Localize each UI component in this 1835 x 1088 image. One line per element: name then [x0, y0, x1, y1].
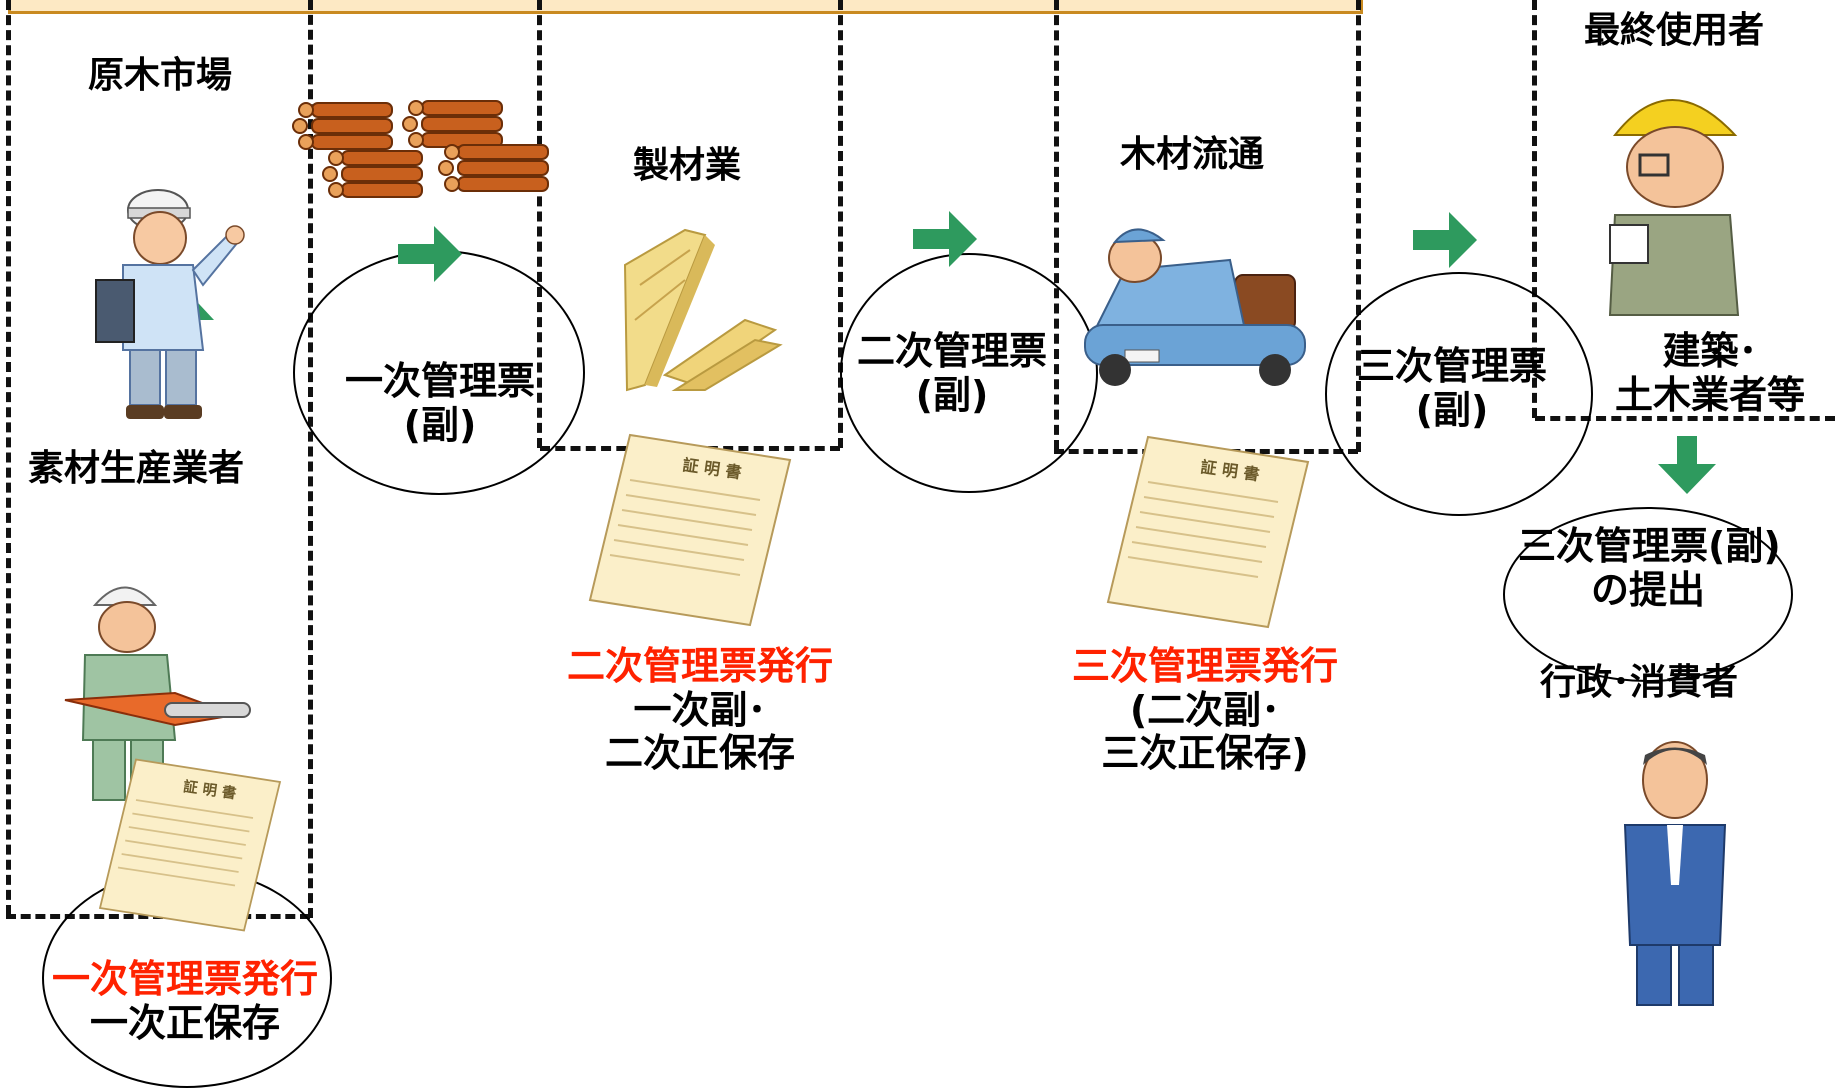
- ticket-tertiary-line1: 三次管理票: [1356, 344, 1547, 388]
- ticket-primary-line1: 一次管理票: [344, 359, 535, 403]
- boundary-line: [1532, 0, 1537, 418]
- issuance-third-note1: (二次副･: [1129, 687, 1281, 732]
- ticket-secondary-line1: 二次管理票: [856, 329, 1047, 373]
- ticket-primary: 一次管理票 (副): [330, 359, 550, 447]
- ticket-tertiary: 三次管理票 (副): [1342, 344, 1562, 432]
- boundary-line: [1535, 416, 1835, 421]
- stage-label-builder: 建築･ 土木業者等: [1600, 329, 1820, 417]
- ticket-secondary-line2: (副): [915, 372, 989, 417]
- boundary-line: [308, 0, 313, 918]
- issuance-third-title: 三次管理票発行: [1071, 644, 1338, 688]
- boundary-line: [6, 0, 11, 915]
- ticket-secondary: 二次管理票 (副): [842, 329, 1062, 417]
- ticket-ellipse: [840, 253, 1098, 493]
- boundary-line: [1356, 0, 1361, 452]
- lumber-icon: [623, 228, 783, 392]
- issuance-second-title: 二次管理票発行: [566, 644, 833, 688]
- stage-label-producer: 素材生産業者: [28, 448, 245, 489]
- issuance-second-note2: 二次正保存: [604, 731, 795, 776]
- inspector-worker-icon: [95, 189, 245, 419]
- issuance-second: 二次管理票発行 一次副･ 二次正保存: [555, 644, 845, 776]
- right-arrow-icon: [913, 211, 977, 267]
- issuance-third-note2: 三次正保存): [1101, 731, 1309, 776]
- stage-label-government: 行政･消費者: [1540, 662, 1739, 703]
- ticket-ellipse: [1325, 272, 1593, 516]
- certificate-icon: 証 明 書: [98, 758, 282, 932]
- builder-icon: [1608, 99, 1740, 316]
- ticket-tertiary-line2: (副): [1415, 387, 1489, 432]
- issuance-third: 三次管理票発行 (二次副･ 三次正保存): [1055, 644, 1355, 776]
- truck-icon: [1084, 228, 1306, 386]
- right-arrow-icon: [398, 226, 462, 282]
- issuance-first-title: 一次管理票発行: [51, 957, 318, 1001]
- down-arrow-icon: [1658, 436, 1716, 494]
- stage-label-sawmill: 製材業: [633, 145, 742, 186]
- logs-icon: [292, 100, 549, 198]
- certificate-icon: 証 明 書: [588, 433, 792, 627]
- ticket-ellipse: [1503, 507, 1793, 682]
- stage-label-distribution: 木材流通: [1120, 134, 1265, 175]
- issuance-first-note: 一次正保存: [89, 1000, 280, 1045]
- boundary-line: [537, 0, 542, 448]
- builder-line1: 建築･: [1662, 329, 1758, 373]
- stage-label-end-user: 最終使用者: [1584, 10, 1765, 51]
- ticket-submission-line2: の提出: [1590, 567, 1705, 612]
- certificate-icon: 証 明 書: [1106, 435, 1310, 629]
- businessman-icon: [1623, 741, 1727, 1006]
- ticket-submission: 三次管理票(副) の提出: [1518, 524, 1781, 612]
- issuance-first: 一次管理票発行 一次正保存: [40, 957, 330, 1045]
- ticket-primary-line2: (副): [403, 402, 477, 447]
- ticket-submission-line1: 三次管理票(副): [1518, 524, 1781, 568]
- boundary-line: [838, 0, 843, 448]
- stage-label-log-market: 原木市場: [88, 55, 233, 96]
- issuance-second-note1: 一次副･: [633, 687, 767, 732]
- right-arrow-icon: [1413, 212, 1477, 268]
- boundary-line: [1054, 0, 1059, 450]
- builder-line2: 土木業者等: [1614, 372, 1805, 417]
- top-banner: [8, 0, 1363, 14]
